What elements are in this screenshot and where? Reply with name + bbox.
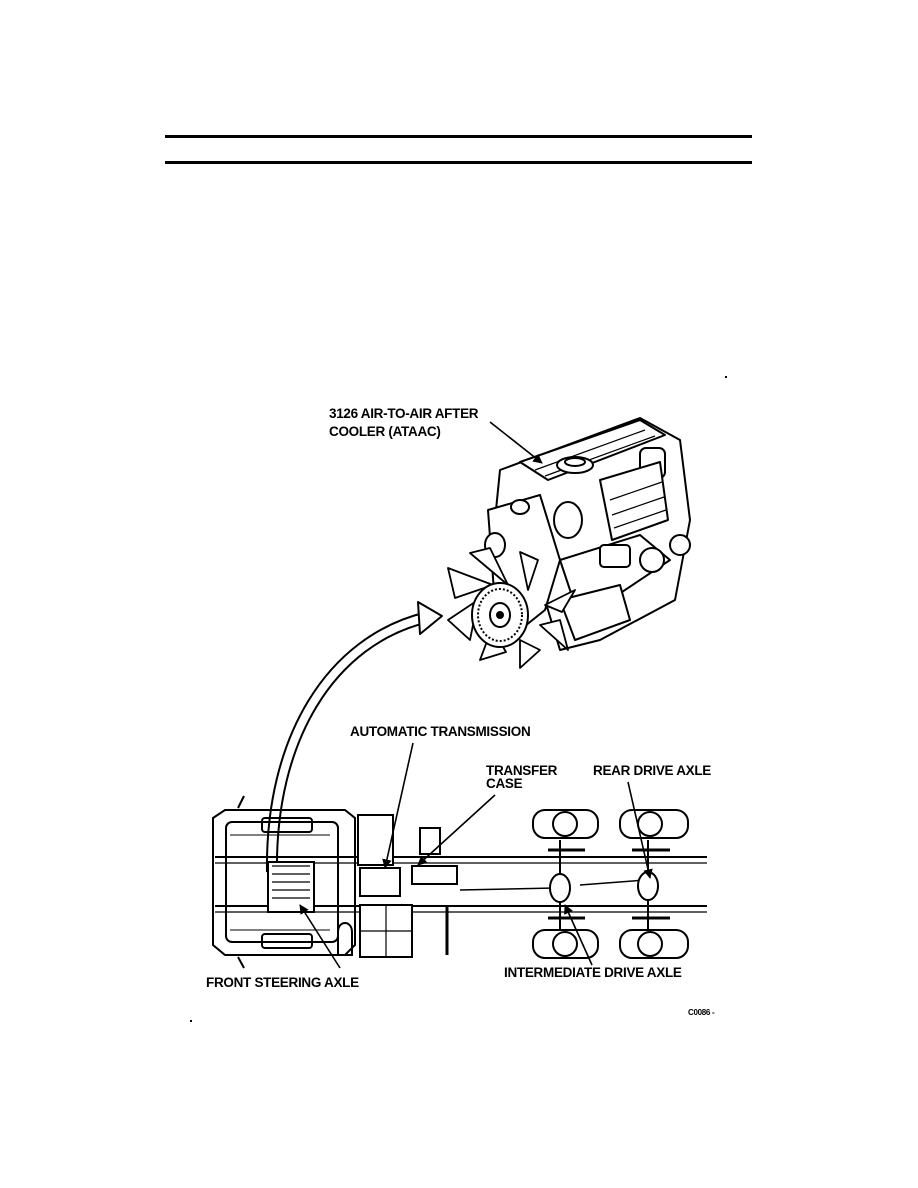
label-ataac-line2: COOLER (ATAAC) (329, 424, 441, 439)
label-front-steering-axle: FRONT STEERING AXLE (206, 975, 359, 990)
chassis-illustration (212, 795, 707, 969)
label-intermediate-drive-axle: INTERMEDIATE DRIVE AXLE (504, 965, 682, 980)
label-automatic-transmission: AUTOMATIC TRANSMISSION (350, 724, 531, 739)
leader-lines (299, 421, 653, 969)
label-ataac-line1: 3126 AIR-TO-AIR AFTER (329, 406, 479, 421)
figure-code: C0086 - (688, 1008, 715, 1017)
header-rule-bottom (165, 161, 752, 164)
engine-illustration (447, 417, 691, 669)
label-rear-drive-axle: REAR DRIVE AXLE (593, 763, 712, 778)
label-transfer-case-line1: TRANSFER (486, 763, 558, 778)
speck-mark (190, 1020, 192, 1022)
speck-mark (725, 376, 727, 378)
header-rule-top (165, 135, 752, 138)
label-transfer-case-line2: CASE (486, 776, 523, 791)
